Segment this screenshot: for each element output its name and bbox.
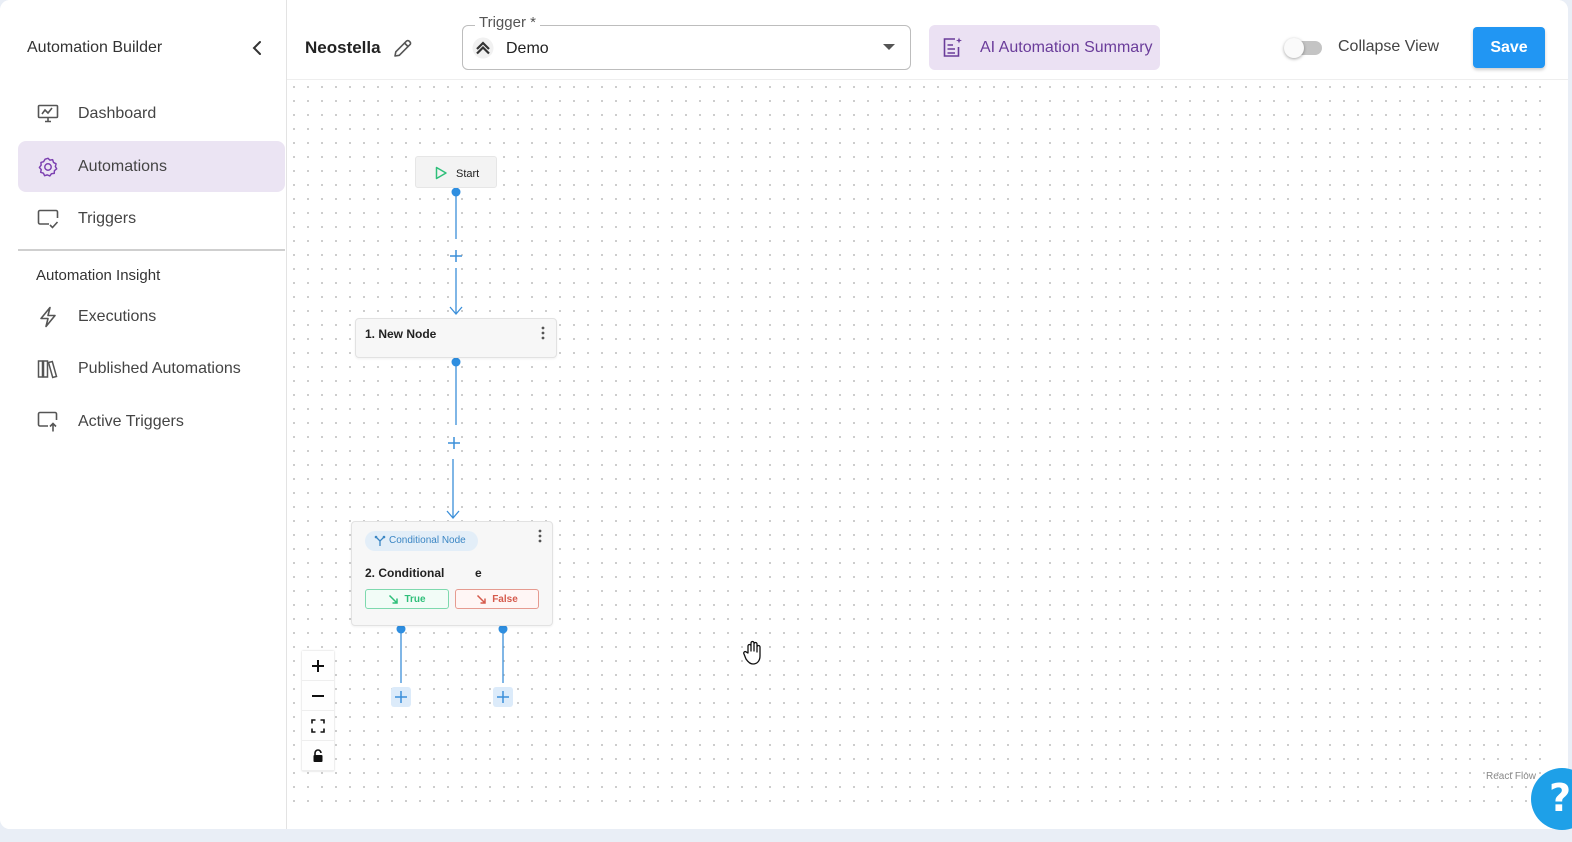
add-step-button[interactable] [446, 246, 466, 266]
more-vert-icon[interactable] [533, 528, 547, 544]
react-flow-attribution[interactable]: React Flow [1486, 771, 1537, 782]
start-node-label: Start [456, 168, 480, 180]
conditional-node-badge-label: Conditional Node [389, 535, 466, 546]
sidebar-item-active-triggers[interactable]: Active Triggers [18, 396, 285, 447]
toggle-thumb [1284, 38, 1304, 58]
sidebar-header: Automation Builder [27, 38, 267, 58]
fit-view-icon [311, 718, 325, 733]
start-node[interactable]: Start [415, 156, 497, 188]
zoom-in-button[interactable] [302, 651, 334, 681]
sidebar-item-label: Triggers [78, 209, 137, 227]
node-title: 2. Conditional [365, 566, 445, 580]
arrowhead [446, 510, 460, 519]
caret-down-icon [883, 44, 895, 50]
sidebar-item-published-automations[interactable]: Published Automations [18, 343, 285, 394]
fit-view-button[interactable] [302, 711, 334, 741]
sidebar-item-label: Executions [78, 307, 157, 325]
sidebar-item-executions[interactable]: Executions [18, 291, 285, 342]
branch-arrow-icon [389, 594, 399, 604]
lock-icon [313, 748, 323, 762]
trigger-select-value: Demo [506, 40, 549, 57]
minus-icon [312, 694, 324, 697]
false-branch-button[interactable]: False [455, 589, 539, 609]
flow-controls [302, 651, 334, 771]
sidebar-item-label: Published Automations [78, 359, 241, 377]
plus-icon [497, 691, 509, 703]
add-true-step-button[interactable] [391, 687, 411, 707]
sidebar-section-title: Automation Insight [36, 267, 161, 284]
plus-icon [395, 691, 407, 703]
chevron-left-icon[interactable] [247, 38, 267, 58]
node-title: 1. New Node [365, 327, 437, 341]
flow-canvas[interactable]: Start 1. New Node Conditional Node 2. Co… [287, 80, 1545, 812]
lock-toggle-button[interactable] [302, 741, 334, 771]
plus-icon [448, 437, 460, 449]
more-vert-icon[interactable] [536, 325, 550, 341]
sidebar-title: Automation Builder [27, 39, 163, 56]
collapse-view-toggle[interactable] [1284, 38, 1324, 58]
workflow-node[interactable]: 1. New Node [355, 318, 557, 358]
branch-icon [374, 535, 386, 546]
true-branch-button[interactable]: True [365, 589, 449, 609]
play-icon [434, 166, 448, 180]
plus-icon [450, 250, 462, 262]
node-title-tail: e [475, 566, 482, 580]
add-step-button[interactable] [444, 433, 464, 453]
conditional-node[interactable]: Conditional Node 2. Conditional e True F… [351, 521, 553, 626]
active-trigger-icon [36, 410, 60, 434]
true-branch-label: True [404, 593, 426, 605]
flow-edges [396, 187, 508, 683]
plus-icon [312, 659, 324, 672]
chevron-up-double-icon [472, 37, 494, 59]
trigger-select-label: Trigger * [475, 14, 540, 31]
sidebar-item-label: Active Triggers [78, 412, 184, 430]
books-icon [36, 357, 60, 381]
lightning-icon [36, 305, 60, 329]
sidebar-item-label: Automations [78, 157, 167, 175]
add-false-step-button[interactable] [493, 687, 513, 707]
builder-header: Neostella Trigger * Demo AI Automation S… [287, 0, 1568, 80]
collapse-view-label: Collapse View [1338, 38, 1440, 55]
handle-node1-source [451, 357, 461, 367]
sidebar-divider [18, 249, 285, 251]
trigger-select[interactable]: Trigger * Demo [462, 14, 911, 70]
help-icon: ? [1549, 776, 1572, 820]
sidebar: Automation Builder Dashboard Automations… [0, 0, 287, 829]
ai-summary-icon [941, 36, 963, 58]
ai-summary-button[interactable]: AI Automation Summary [929, 25, 1160, 70]
sidebar-item-dashboard[interactable]: Dashboard [18, 88, 285, 139]
false-branch-label: False [492, 593, 518, 605]
save-button[interactable]: Save [1473, 27, 1545, 68]
zoom-out-button[interactable] [302, 681, 334, 711]
sidebar-item-label: Dashboard [78, 104, 157, 122]
sidebar-item-triggers[interactable]: Triggers [18, 193, 285, 244]
branch-arrow-icon [477, 594, 486, 604]
monitor-icon [36, 102, 60, 126]
sidebar-item-automations[interactable]: Automations [18, 141, 285, 192]
handle-start-source [451, 187, 461, 197]
trigger-icon [36, 207, 60, 231]
pencil-icon[interactable] [391, 36, 415, 60]
automation-name: Neostella [305, 38, 381, 57]
gear-icon [36, 155, 60, 179]
ai-summary-label: AI Automation Summary [980, 39, 1153, 56]
hand-cursor-icon [743, 640, 761, 665]
arrowhead [449, 306, 463, 315]
conditional-node-badge: Conditional Node [365, 531, 478, 551]
